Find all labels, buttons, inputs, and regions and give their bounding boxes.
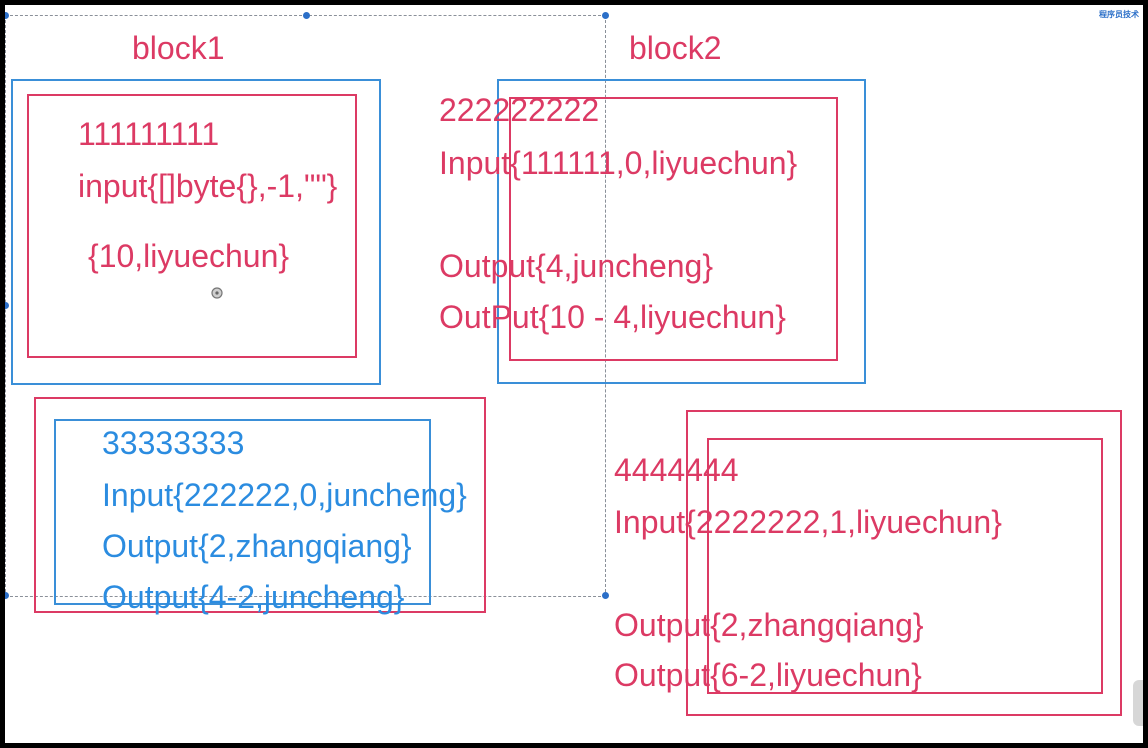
block4-inner-box[interactable] [707, 438, 1103, 694]
block3-line-2: Input{222222,0,juncheng} [102, 477, 467, 513]
block1-outer-box[interactable] [11, 79, 381, 385]
block3-line-4: Output{4-2,juncheng} [102, 579, 405, 615]
block1-label: block1 [132, 30, 225, 66]
selection-handle[interactable] [303, 12, 310, 19]
block4-line-4: Output{6-2,liyuechun} [614, 657, 922, 693]
block1-line-3: {10,liyuechun} [88, 238, 290, 274]
selection-handle[interactable] [5, 12, 9, 19]
selection-handle[interactable] [5, 592, 9, 599]
selection-handle[interactable] [602, 12, 609, 19]
block3-line-1: 33333333 [102, 425, 245, 461]
diagram-canvas: block1 111111111 input{[]byte{},-1,""} {… [5, 5, 1143, 743]
watermark-logo: 程序员技术 [1099, 10, 1139, 19]
cursor-icon [211, 287, 223, 299]
block3-outer-box[interactable] [34, 397, 486, 613]
block3-line-3: Output{2,zhangqiang} [102, 528, 412, 564]
block4-line-2: Input{2222222,1,liyuechun} [614, 504, 1002, 540]
block1-line-1: 111111111 [78, 116, 220, 152]
block2-outer-box[interactable] [497, 79, 866, 384]
block1-line-2: input{[]byte{},-1,""} [78, 168, 338, 204]
selection-guide-line [605, 15, 606, 597]
block1-inner-box[interactable] [27, 94, 357, 358]
block3-inner-box[interactable] [54, 419, 431, 605]
block4-line-3: Output{2,zhangqiang} [614, 607, 924, 643]
block2-line-4: OutPut{10 - 4,liyuechun} [439, 299, 786, 335]
selection-handle[interactable] [602, 592, 609, 599]
block4-outer-box[interactable] [686, 410, 1122, 716]
block2-line-1: 222222222 [439, 92, 600, 128]
side-scroll-tab[interactable] [1133, 680, 1143, 726]
block2-line-3: Output{4,juncheng} [439, 248, 714, 284]
block4-line-1: 4444444 [614, 452, 739, 488]
block2-inner-box[interactable] [509, 97, 838, 361]
selection-handle[interactable] [5, 302, 9, 309]
block2-line-2: Input{111111,0,liyuechun} [439, 145, 798, 181]
block2-label: block2 [629, 30, 722, 66]
